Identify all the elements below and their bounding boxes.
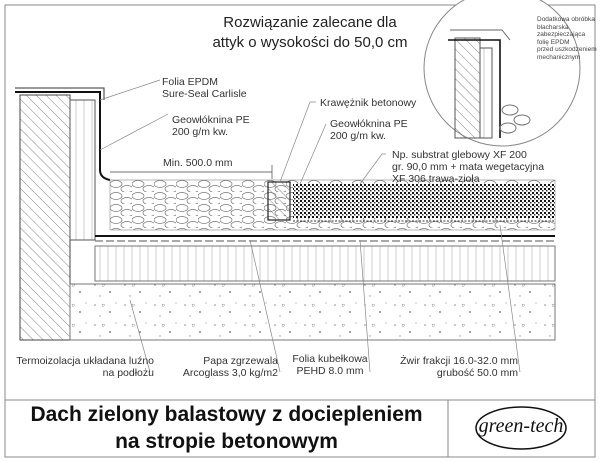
label-min-dimension: Min. 500.0 mm (163, 157, 233, 169)
detail-note: Dodatkowa obróbka blacharska zabezpiecza… (537, 16, 597, 61)
header-line2: attyk o wysokości do 50,0 cm (212, 34, 408, 51)
title-line1: Dach zielony balastowy z dociepleniem (30, 403, 423, 426)
logo-text: green-tech (478, 415, 564, 437)
title-line2: na stropie betonowym (115, 430, 338, 453)
header-line1: Rozwiązanie zalecane dla (223, 14, 397, 31)
green-tech-logo (475, 406, 567, 450)
label-curb: Krawężnik betonowy (320, 97, 417, 109)
